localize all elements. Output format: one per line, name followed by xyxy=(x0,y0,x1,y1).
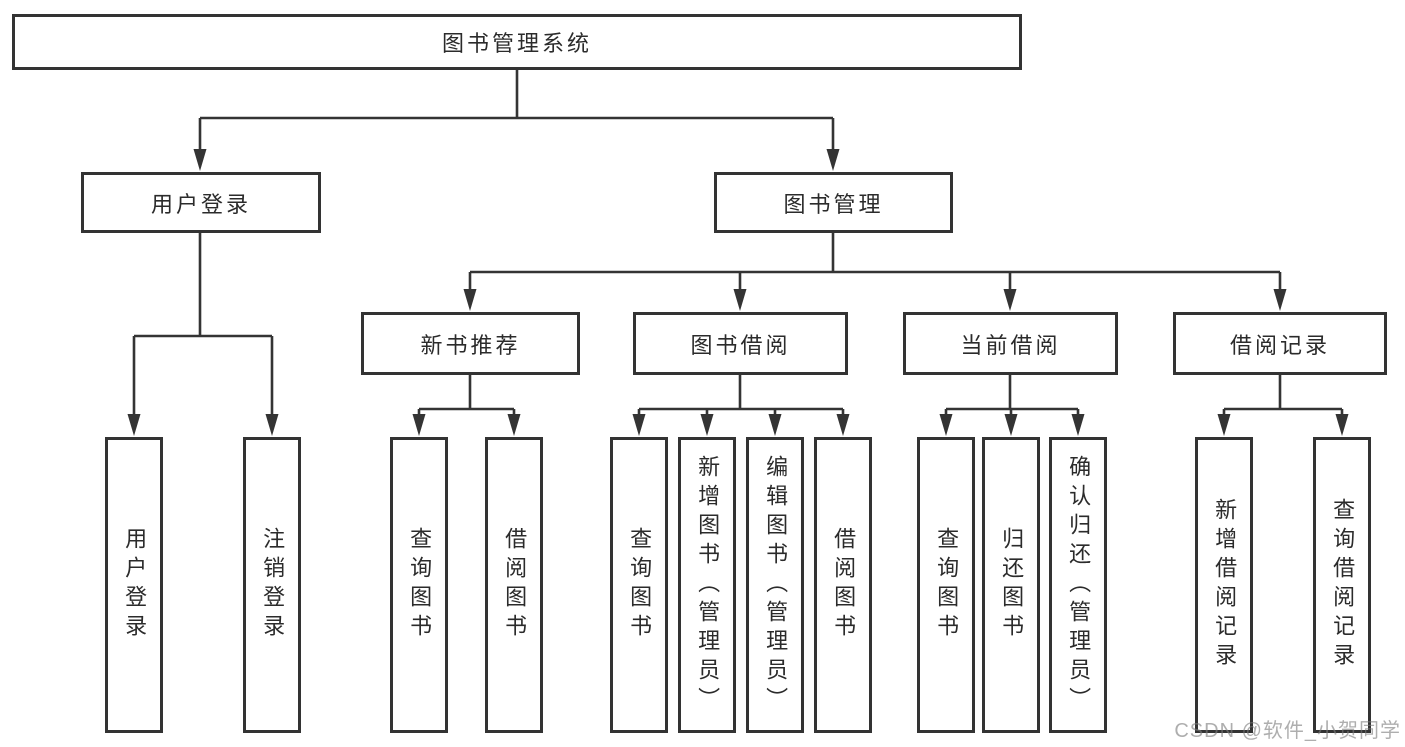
node-leaf-return-book: 归还图书 xyxy=(982,437,1040,733)
node-leaf-add-borrow-record: 新增借阅记录 xyxy=(1195,437,1253,733)
node-label: 注销登录 xyxy=(260,527,286,643)
node-label: 查询借阅记录 xyxy=(1330,498,1356,672)
node-label: 借阅记录 xyxy=(1229,332,1330,358)
node-current-borrowing: 当前借阅 xyxy=(903,312,1118,375)
node-new-book-recommendation: 新书推荐 xyxy=(361,312,580,375)
csdn-watermark: CSDN @软件_小贺同学 xyxy=(1174,720,1401,742)
node-label: 新增图书（管理员） xyxy=(695,454,721,716)
node-label: 确认归还（管理员） xyxy=(1066,454,1092,716)
node-label: 图书管理 xyxy=(783,191,884,217)
node-label: 归还图书 xyxy=(999,527,1025,643)
node-leaf-borrow-books: 借阅图书 xyxy=(814,437,872,733)
node-label: 借阅图书 xyxy=(831,527,857,643)
node-label: 新增借阅记录 xyxy=(1212,498,1238,672)
node-leaf-add-book-admin: 新增图书（管理员） xyxy=(678,437,736,733)
node-book-borrowing: 图书借阅 xyxy=(633,312,848,375)
node-label: 图书借阅 xyxy=(690,332,791,358)
node-leaf-logout: 注销登录 xyxy=(243,437,301,733)
node-label: 编辑图书（管理员） xyxy=(763,454,789,716)
node-library-management-system: 图书管理系统 xyxy=(12,14,1022,70)
node-label: 借阅图书 xyxy=(502,527,528,643)
node-label: 查询图书 xyxy=(627,527,653,643)
node-leaf-user-login: 用户登录 xyxy=(105,437,163,733)
node-label: 新书推荐 xyxy=(420,332,521,358)
node-user-login: 用户登录 xyxy=(81,172,321,233)
node-leaf-edit-book-admin: 编辑图书（管理员） xyxy=(746,437,804,733)
node-borrowing-records: 借阅记录 xyxy=(1173,312,1387,375)
node-leaf-query-books-current: 查询图书 xyxy=(917,437,975,733)
node-label: 图书管理系统 xyxy=(441,31,592,56)
node-label: 查询图书 xyxy=(934,527,960,643)
node-label: 用户登录 xyxy=(122,527,148,643)
node-label: 用户登录 xyxy=(150,191,251,217)
node-label: 查询图书 xyxy=(407,527,433,643)
node-label: 当前借阅 xyxy=(960,332,1061,358)
node-leaf-query-borrow-record: 查询借阅记录 xyxy=(1313,437,1371,733)
node-book-management: 图书管理 xyxy=(714,172,953,233)
node-leaf-borrow-books-recommend: 借阅图书 xyxy=(485,437,543,733)
node-leaf-query-books-recommend: 查询图书 xyxy=(390,437,448,733)
node-leaf-confirm-return-admin: 确认归还（管理员） xyxy=(1049,437,1107,733)
node-leaf-query-books-borrowing: 查询图书 xyxy=(610,437,668,733)
